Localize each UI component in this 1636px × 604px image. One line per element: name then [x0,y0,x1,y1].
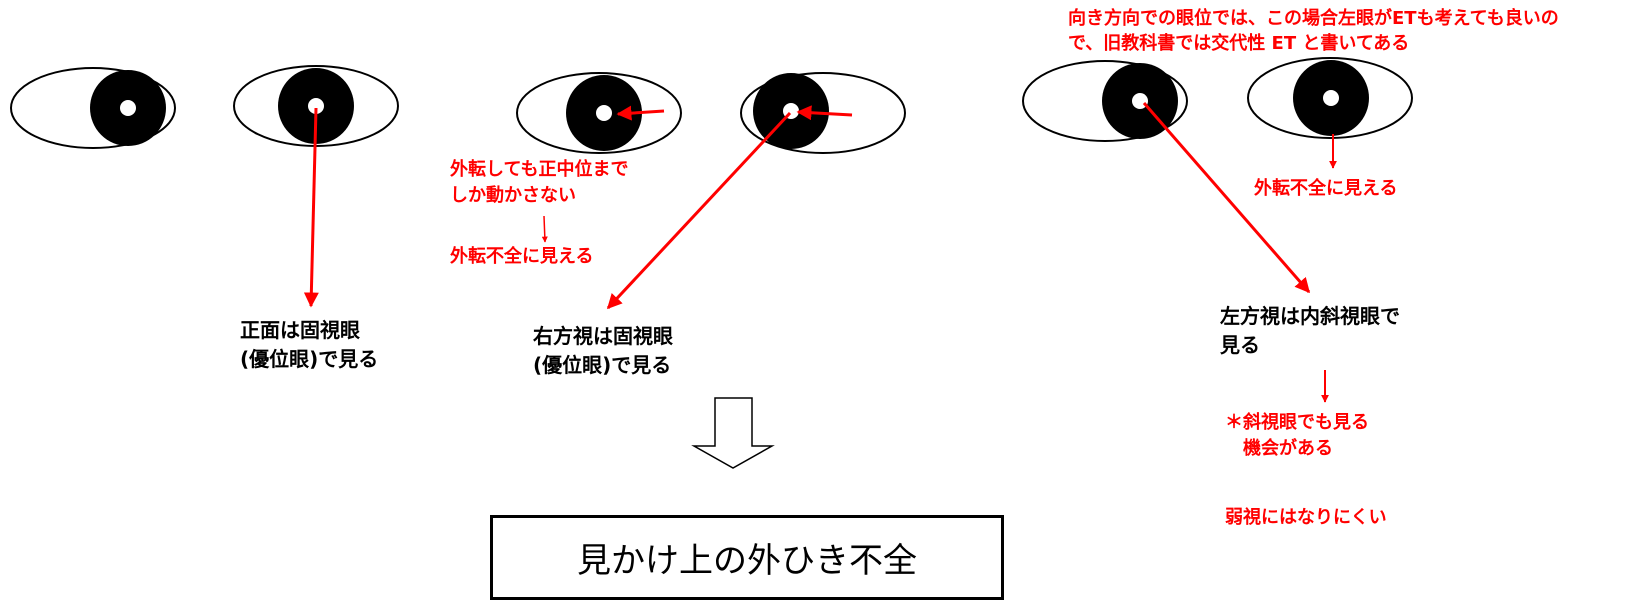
fixation-arrow [606,111,792,310]
note-apparent-abduction-deficit-right: 外転不全に見える [1254,178,1398,199]
hollow-down-arrow-icon [691,397,775,469]
eye-icon [516,72,682,154]
eye-icon [10,67,176,149]
conclusion-text: 見かけ上の外ひき不全 [577,541,917,581]
gaze-direction-arrow [616,105,665,121]
note-alternating-et: 向き方向での眼位では、この場合左眼がETも考えても良いの で、旧教科書では交代性… [1068,8,1559,55]
label-front-gaze: 正面は固視眼 (優位眼)で見る [240,318,379,371]
eye-icon [233,65,399,147]
small-down-arrow [541,215,548,243]
note-amblyopia: 弱視にはなりにくい [1225,507,1387,528]
label-left-gaze: 左方視は内斜視眼で 見る [1220,304,1400,357]
fixation-arrow [303,107,319,308]
label-right-gaze: 右方視は固視眼 (優位眼)で見る [533,324,673,377]
note-apparent-abduction-deficit: 外転不全に見える [450,246,594,267]
eye-icon [1022,60,1188,142]
fixation-arrow [1142,102,1311,294]
note-chance-to-see: ＊斜視眼でも見る 機会がある [1225,412,1369,460]
conclusion-box: 見かけ上の外ひき不全 [490,515,1004,600]
note-abduction-midline: 外転しても正中位まで しか動かさない [450,159,629,207]
gaze-direction-arrow [796,105,853,121]
eye-icon [1247,57,1413,139]
